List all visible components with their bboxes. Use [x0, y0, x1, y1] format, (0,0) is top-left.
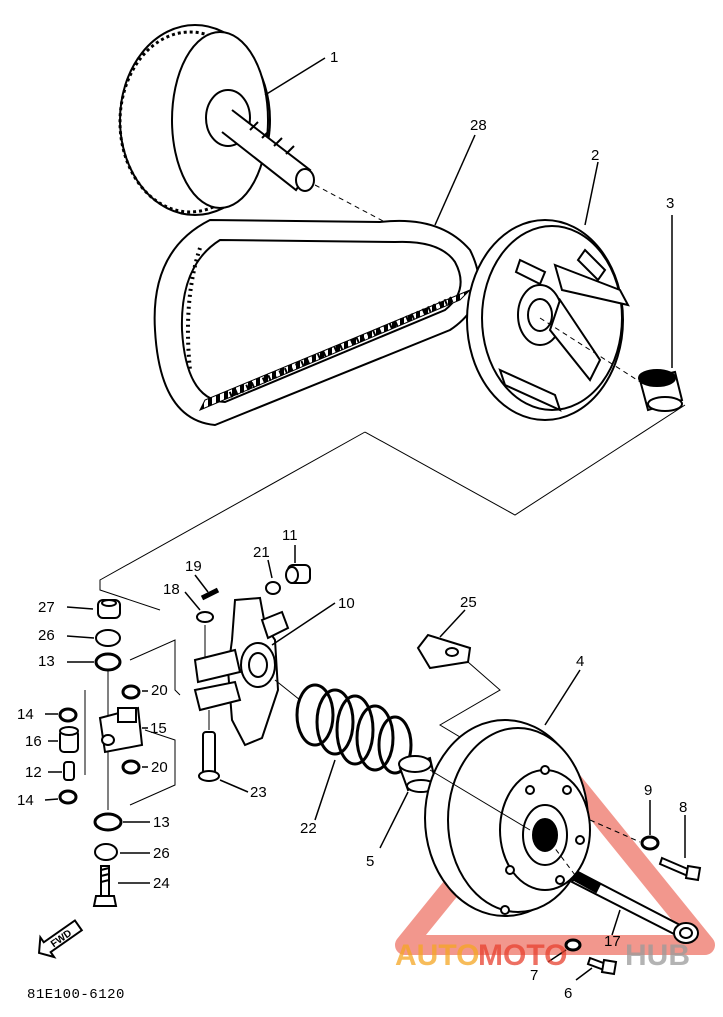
- part-14-roller-holder: [98, 706, 144, 754]
- part-6-bolt: [586, 956, 618, 976]
- leader-18: [184, 591, 201, 611]
- assembly-line-collar-5: [429, 769, 531, 831]
- part-24-bolt: [92, 865, 118, 907]
- part-16-pin: [63, 761, 75, 781]
- leader-28: [434, 134, 476, 226]
- assembly-line-9: [589, 819, 641, 843]
- part-11-cap: [285, 564, 311, 584]
- leader-20-bottom: [44, 798, 59, 801]
- label-18: 18: [163, 581, 180, 598]
- leader-21: [267, 559, 273, 579]
- leader-6: [575, 967, 593, 981]
- bracket-line-left: [99, 431, 366, 611]
- label-13-bottom: 20: [151, 759, 168, 776]
- part-25-cap: [97, 599, 121, 619]
- leader-5: [379, 791, 409, 849]
- leader-10: [271, 602, 336, 646]
- part-10-spring-seat: [193, 596, 290, 747]
- part-13-washer-bottom: [121, 759, 141, 775]
- label-4: 4: [576, 653, 584, 670]
- label-3: 3: [666, 195, 674, 212]
- part-28-v-belt: [153, 218, 480, 427]
- assembly-line-shaft: [314, 184, 401, 231]
- part-27-nut-bottom: [94, 843, 118, 861]
- leader-25: [66, 606, 94, 610]
- label-13-top: 20: [151, 682, 168, 699]
- label-27-bottom: 26: [153, 845, 170, 862]
- label-24: 24: [153, 875, 170, 892]
- bracket-line-top: [364, 404, 686, 516]
- part-4-secondary-fixed-sheave: [424, 719, 591, 917]
- label-26-bottom: 13: [153, 814, 170, 831]
- part-26-washer-bottom: [93, 812, 123, 832]
- part-13-washer-top: [121, 684, 141, 700]
- leader-7: [547, 949, 567, 963]
- label-2: 2: [591, 147, 599, 164]
- leader-17: [611, 909, 621, 936]
- part-15-roller: [59, 726, 79, 753]
- label-16: 12: [25, 764, 42, 781]
- label-20-bottom: 14: [17, 792, 34, 809]
- part-20-washer-top: [58, 707, 78, 723]
- label-5: 5: [366, 853, 374, 870]
- label-6: 6: [564, 985, 572, 1002]
- label-7: 7: [530, 967, 538, 984]
- part-12-shaft-pin: [198, 731, 220, 782]
- label-9: 9: [644, 782, 652, 799]
- label-28: 28: [470, 117, 487, 134]
- part-5-collar: [398, 755, 437, 793]
- label-27-top: 26: [38, 627, 55, 644]
- leader-19: [194, 574, 209, 593]
- label-17: 17: [604, 933, 621, 950]
- fwd-direction-arrow: FWD: [37, 919, 84, 959]
- assembly-line-13-top: [129, 639, 181, 696]
- label-12: 23: [250, 784, 267, 801]
- leader-27-top: [66, 635, 95, 639]
- leader-22: [314, 759, 336, 821]
- leader-23: [439, 609, 466, 638]
- label-8: 8: [679, 799, 687, 816]
- part-3-collar: [638, 369, 684, 412]
- part-18-washer: [196, 611, 214, 623]
- part-19-pin: [200, 587, 220, 601]
- part-17-long-bolt: [570, 870, 699, 944]
- leader-2: [584, 161, 599, 226]
- leader-4: [544, 669, 581, 726]
- label-22: 22: [300, 820, 317, 837]
- label-23: 25: [460, 594, 477, 611]
- part-26-washer-top: [94, 652, 122, 672]
- leader-1: [264, 57, 326, 96]
- leader-12: [219, 779, 249, 793]
- label-20-top: 14: [17, 706, 34, 723]
- label-11: 11: [282, 527, 298, 544]
- assembly-line-spring: [274, 679, 301, 701]
- assembly-line-collar: [539, 317, 646, 386]
- label-14: 15: [150, 720, 167, 737]
- assembly-line-13-bottom: [129, 729, 176, 806]
- part-21-washer: [265, 581, 281, 595]
- label-19: 19: [185, 558, 202, 575]
- part-2-sliding-sheave: [466, 219, 630, 421]
- part-22-spring: [295, 683, 413, 775]
- label-15: 16: [25, 733, 42, 750]
- label-25: 27: [38, 599, 55, 616]
- label-26-top: 13: [38, 653, 55, 670]
- part-23-bracket: [416, 633, 472, 670]
- part-8-bolt: [658, 856, 702, 882]
- part-9-washer: [640, 835, 660, 851]
- label-1: 1: [330, 49, 338, 66]
- part-1-primary-sheave: [118, 24, 315, 216]
- label-10: 10: [338, 595, 355, 612]
- label-21: 21: [253, 544, 270, 561]
- watermark: AUTO MOTO HUB: [395, 939, 690, 972]
- reference-code: 81E100-6120: [27, 987, 125, 1003]
- part-20-washer-bottom: [58, 789, 78, 805]
- part-7-washer: [564, 938, 582, 952]
- part-27-nut-top: [95, 629, 121, 647]
- watermark-part-auto: AUTO: [395, 939, 479, 972]
- watermark-part-moto: MOTO: [478, 939, 567, 972]
- watermark-part-hub: HUB: [625, 939, 690, 972]
